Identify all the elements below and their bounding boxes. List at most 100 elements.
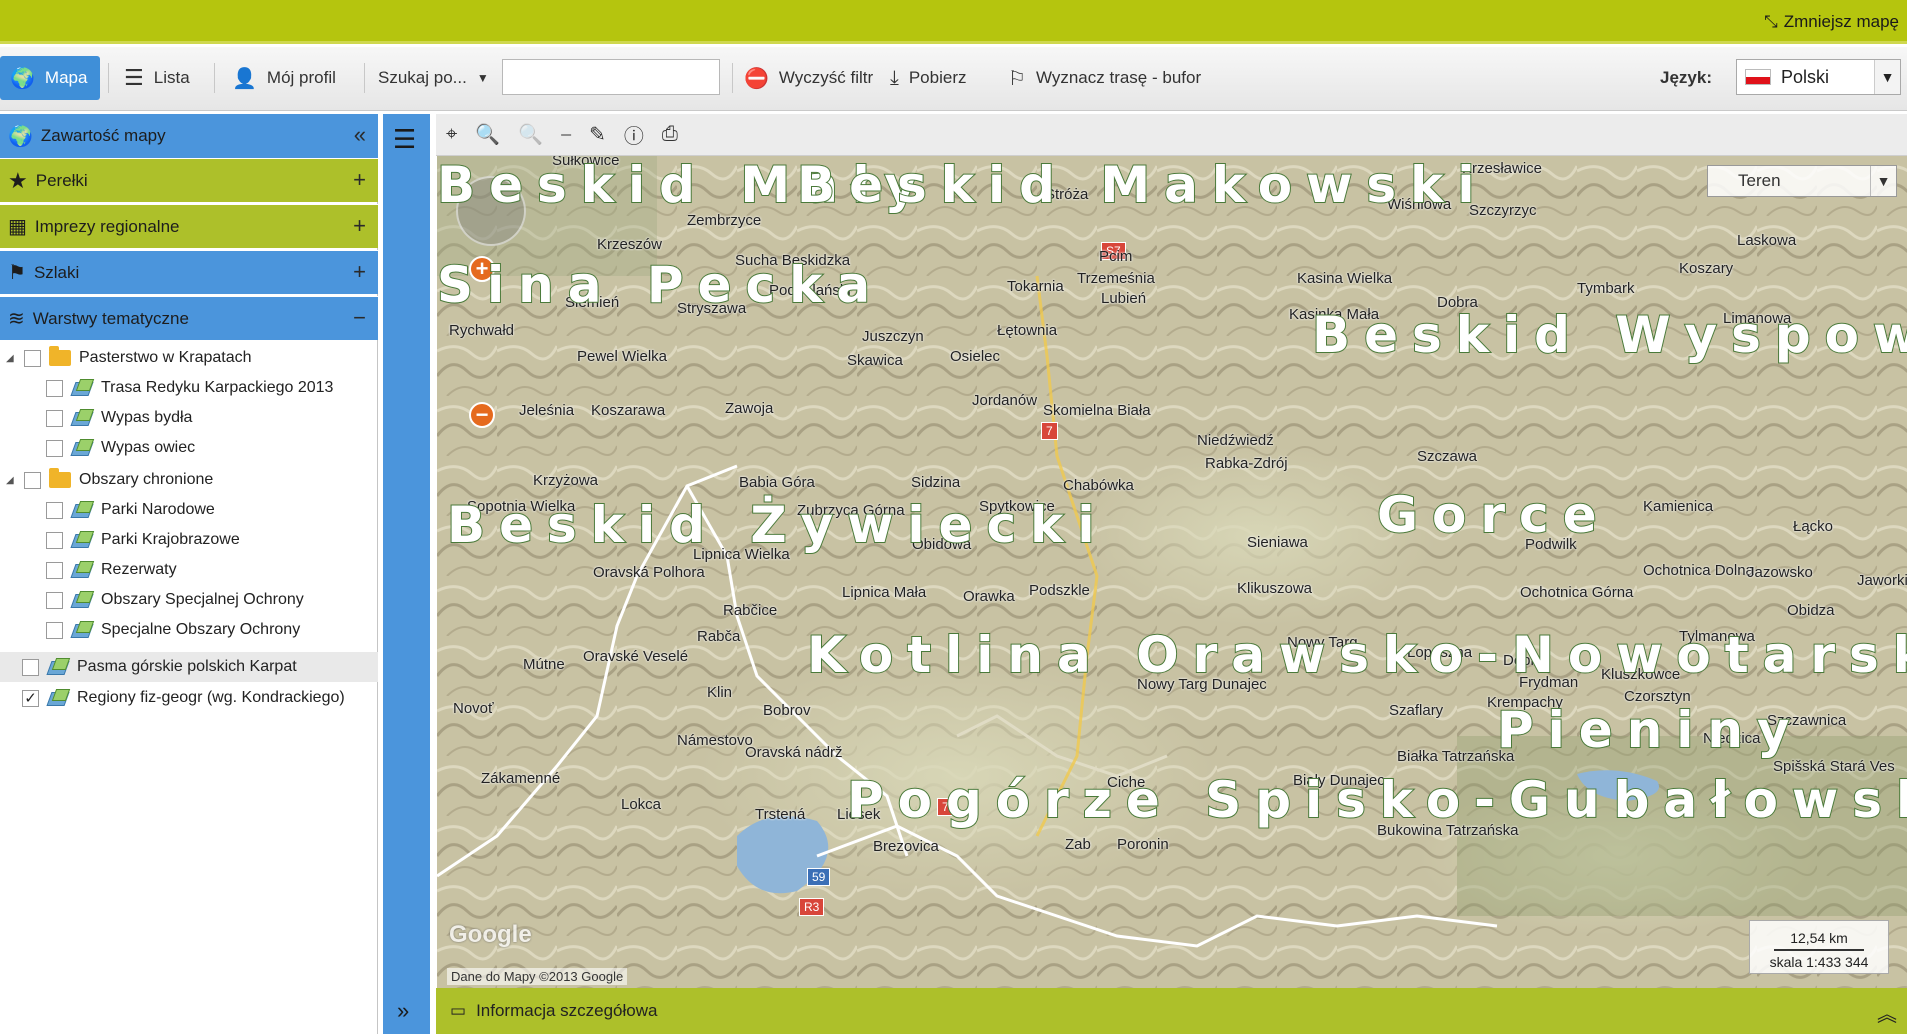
panel-regional-events[interactable]: ▦ Imprezy regionalne + bbox=[0, 204, 378, 248]
layer-checkbox[interactable] bbox=[24, 349, 41, 367]
layer-checkbox[interactable] bbox=[46, 531, 63, 549]
tab-list[interactable]: ☰ Lista bbox=[114, 56, 200, 100]
town-label: Frydman bbox=[1519, 674, 1579, 691]
tree-folder[interactable]: ◢ Obszary chronione bbox=[6, 466, 213, 494]
layer-checkbox[interactable] bbox=[46, 621, 63, 639]
tree-layer[interactable]: Obszary Specjalnej Ochrony bbox=[46, 586, 304, 614]
layer-checkbox[interactable] bbox=[46, 439, 63, 457]
town-label: Laskowa bbox=[1737, 232, 1797, 249]
town-label: Lubień bbox=[1101, 290, 1147, 307]
measure-area-icon[interactable]: ✎ bbox=[589, 124, 606, 146]
tree-layer[interactable]: ✓ Regiony fiz-geogr (wg. Kondrackiego) bbox=[22, 684, 345, 712]
collapse-sidebar-icon[interactable]: « bbox=[353, 122, 366, 147]
layer-checkbox[interactable] bbox=[24, 471, 41, 489]
layer-checkbox[interactable] bbox=[46, 409, 63, 427]
road-shield: 59 bbox=[807, 868, 831, 886]
layer-checkbox[interactable] bbox=[22, 658, 39, 676]
print-icon[interactable]: ⎙ bbox=[661, 123, 678, 145]
expand-up-icon[interactable]: ︽ bbox=[1877, 1004, 1897, 1026]
town-label: Pcim bbox=[1099, 248, 1133, 265]
tab-map[interactable]: 🌍 Mapa bbox=[0, 56, 100, 100]
town-label: Podwilk bbox=[1525, 536, 1577, 553]
clear-filter-button[interactable]: ⛔ Wyczyść filtr bbox=[734, 56, 883, 100]
layer-checkbox[interactable] bbox=[46, 561, 63, 579]
legend-list-icon[interactable]: ☰ bbox=[393, 124, 417, 154]
town-label: Zembrzyce bbox=[687, 212, 762, 229]
tree-layer[interactable]: Wypas bydła bbox=[46, 404, 192, 432]
tree-folder[interactable]: ◢ Pasterstwo w Krapatach bbox=[6, 344, 252, 372]
language-select[interactable]: Polski ▼ bbox=[1736, 59, 1901, 95]
download-button[interactable]: ⤓ Pobierz bbox=[880, 56, 976, 100]
zoom-in-button[interactable]: + bbox=[469, 256, 495, 282]
town-label: Juszczyn bbox=[862, 328, 924, 345]
layer-checkbox[interactable]: ✓ bbox=[22, 689, 39, 707]
route-buffer-button[interactable]: ⚐ Wyznacz trasę - bufor bbox=[998, 56, 1211, 100]
town-label: Zákamenné bbox=[481, 770, 561, 787]
search-input[interactable] bbox=[502, 59, 720, 95]
expand-triangle-icon[interactable]: ◢ bbox=[6, 474, 14, 486]
search-by-dropdown[interactable]: Szukaj po... ▼ bbox=[368, 56, 499, 100]
town-label: Klin bbox=[707, 684, 733, 701]
detail-info-panel[interactable]: ▭ Informacja szczegółowa ︽ bbox=[436, 988, 1907, 1034]
collapse-icon[interactable]: − bbox=[353, 305, 366, 330]
zoom-extent-icon[interactable]: ⌖ bbox=[446, 123, 458, 145]
town-label: Podhalański bbox=[769, 282, 851, 299]
town-label: Stróża bbox=[1045, 186, 1089, 203]
toolbar-divider bbox=[214, 63, 215, 93]
town-label: Nowy Targ bbox=[1287, 634, 1358, 651]
town-label: Lipnica Wielka bbox=[693, 546, 790, 563]
town-label: Krzyżowa bbox=[533, 472, 599, 489]
zoom-out-icon[interactable]: 🔍 bbox=[518, 124, 544, 146]
info-icon[interactable]: ⓘ bbox=[623, 126, 644, 148]
region-label: Sina Pecka bbox=[437, 255, 885, 315]
map-canvas[interactable]: + − S7 7 7 59 R3 Sułkowice Stróża Krzesł… bbox=[437, 156, 1907, 988]
map-toolbar: ⌖ 🔍 🔍 ⎯ ✎ ⓘ ⎙ bbox=[436, 114, 1907, 156]
tree-layer[interactable]: Wypas owiec bbox=[46, 434, 195, 462]
tree-layer[interactable]: Parki Narodowe bbox=[46, 496, 215, 524]
tree-layer[interactable]: Parki Krajobrazowe bbox=[46, 526, 240, 554]
tree-layer[interactable]: Specjalne Obszary Ochrony bbox=[46, 616, 300, 644]
layer-checkbox[interactable] bbox=[46, 591, 63, 609]
layer-icon bbox=[71, 500, 93, 520]
town-label: Rychwałd bbox=[449, 322, 515, 339]
tree-layer[interactable]: Pasma górskie polskich Karpat bbox=[22, 653, 297, 681]
zoom-in-icon[interactable]: 🔍 bbox=[475, 124, 501, 146]
panel-trails[interactable]: ⚑ Szlaki + bbox=[0, 250, 378, 294]
town-label: Oravská Polhora bbox=[593, 564, 705, 581]
expand-icon[interactable]: + bbox=[353, 167, 366, 192]
map-type-select[interactable]: Teren ▼ bbox=[1707, 165, 1897, 197]
town-label: Szczawnica bbox=[1767, 712, 1847, 729]
zoom-out-button[interactable]: − bbox=[469, 402, 495, 428]
expand-triangle-icon[interactable]: ◢ bbox=[6, 352, 14, 364]
town-label: Sopotnia Wielka bbox=[467, 498, 576, 515]
town-label: Łącko bbox=[1793, 518, 1834, 535]
town-label: Krzesławice bbox=[1462, 160, 1543, 177]
layers-icon: ≋ bbox=[8, 308, 25, 330]
town-label: Poronin bbox=[1117, 836, 1169, 853]
tree-layer[interactable]: Trasa Redyku Karpackiego 2013 bbox=[46, 374, 333, 402]
panel-perelki[interactable]: ★ Perełki + bbox=[0, 158, 378, 202]
town-label: Rabka-Zdrój bbox=[1205, 455, 1288, 472]
tree-label: Wypas owiec bbox=[101, 439, 196, 456]
town-label: Biały Dunajec bbox=[1293, 772, 1385, 789]
download-label: Pobierz bbox=[908, 68, 967, 87]
expand-panel-icon[interactable]: » bbox=[397, 998, 410, 1023]
expand-icon[interactable]: + bbox=[353, 259, 366, 284]
layer-checkbox[interactable] bbox=[46, 379, 63, 397]
panel-map-content[interactable]: 🌍 Zawartość mapy « bbox=[0, 114, 378, 158]
shrink-map-button[interactable]: ⤡ Zmniejsz mapę bbox=[1764, 12, 1899, 32]
tree-layer[interactable]: Rezerwaty bbox=[46, 556, 177, 584]
download-icon: ⤓ bbox=[890, 66, 899, 89]
measure-distance-icon[interactable]: ⎯ bbox=[561, 123, 572, 145]
town-label: Sucha Beskidzka bbox=[735, 252, 851, 269]
language-label: Język: bbox=[1660, 68, 1712, 87]
google-logo: Google bbox=[449, 921, 532, 948]
town-label: Niedzica bbox=[1703, 730, 1761, 747]
tab-profile[interactable]: 👤 Mój profil bbox=[222, 56, 346, 100]
shrink-map-label: Zmniejsz mapę bbox=[1783, 12, 1899, 31]
layer-checkbox[interactable] bbox=[46, 501, 63, 519]
pan-control[interactable] bbox=[456, 176, 526, 246]
expand-icon[interactable]: + bbox=[353, 213, 366, 238]
panel-thematic-layers[interactable]: ≋ Warstwy tematyczne − bbox=[0, 296, 378, 340]
panel-regional-events-label: Imprezy regionalne bbox=[34, 216, 180, 236]
